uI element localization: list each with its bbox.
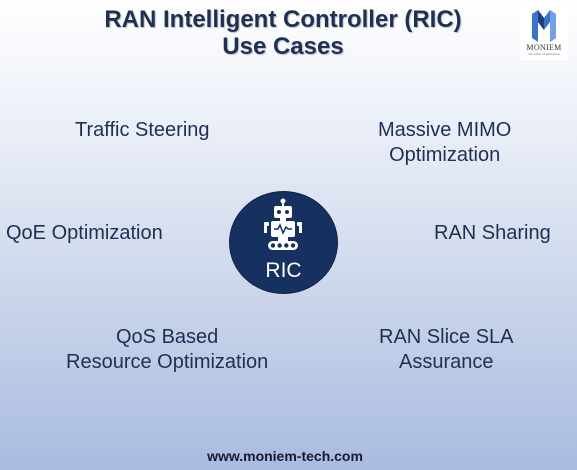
use-case-label: RAN Sharing [434, 222, 551, 244]
logo-tagline: the value of education [528, 52, 560, 56]
use-case-label: Massive MIMO [378, 119, 512, 141]
use-case-label: Traffic Steering [75, 119, 210, 141]
moniem-m-icon [532, 10, 556, 42]
use-case-label: QoS Based [116, 326, 219, 348]
use-case-ran-slice-sla: RAN Slice SLA Assurance [379, 325, 514, 375]
use-case-qos-resource-optimization: QoS Based Resource Optimization [66, 325, 268, 375]
title-line-1: RAN Intelligent Controller (RIC) [104, 6, 462, 33]
use-case-qoe-optimization: QoE Optimization [6, 221, 163, 246]
moniem-logo: MONIEM the value of education [520, 6, 568, 60]
page-title: RAN Intelligent Controller (RIC) Use Cas… [0, 6, 566, 60]
ric-hub: RIC [229, 191, 338, 294]
use-case-ran-sharing: RAN Sharing [434, 221, 551, 246]
use-case-label: Optimization [389, 144, 501, 166]
robot-icon [264, 198, 302, 250]
title-line-2: Use Cases [222, 33, 344, 60]
use-case-label: RAN Slice SLA [379, 326, 514, 348]
use-case-label: Assurance [399, 351, 494, 373]
use-case-traffic-steering: Traffic Steering [75, 118, 210, 143]
use-case-label: QoE Optimization [6, 222, 163, 244]
ric-label: RIC [265, 259, 302, 282]
use-case-massive-mimo: Massive MIMO Optimization [378, 118, 511, 168]
use-case-label: Resource Optimization [66, 351, 269, 373]
logo-name: MONIEM [526, 43, 562, 52]
footer-website: www.moniem-tech.com [207, 448, 363, 464]
